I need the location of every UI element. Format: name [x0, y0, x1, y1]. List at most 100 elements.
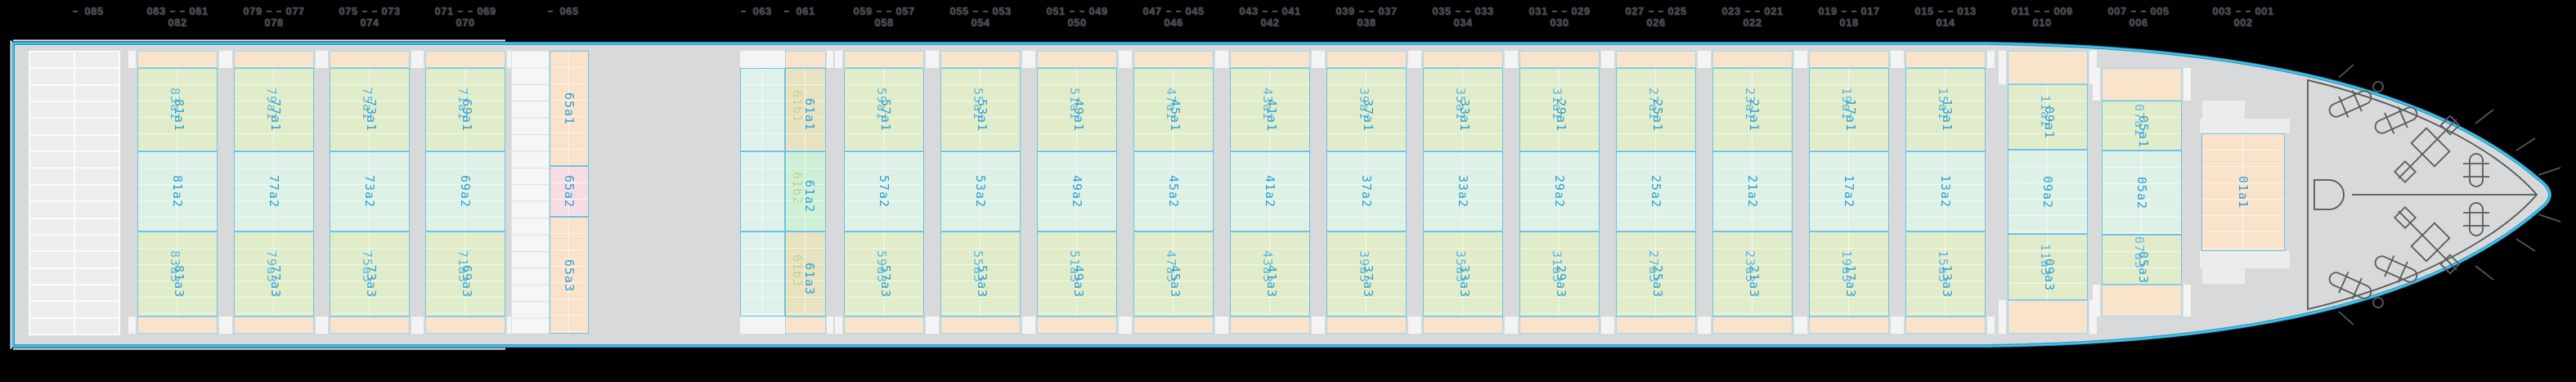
bay-block-tier2[interactable]: 45a2	[1133, 151, 1214, 231]
bay-block-tier2[interactable]: 49a2	[1037, 151, 1117, 231]
bay-block-tier2[interactable]: 05a2	[2102, 151, 2182, 235]
bay-block-63-tier3[interactable]	[740, 231, 785, 317]
bay-block-tier2[interactable]: 69a2	[425, 151, 505, 231]
bay-block-tier2[interactable]: 33a2	[1423, 151, 1503, 231]
hatch-cover-fore[interactable]	[940, 51, 1021, 68]
hatch-cover-fore[interactable]	[844, 51, 924, 68]
hatch-cover-fore[interactable]	[1616, 51, 1696, 68]
hatch-cover-fore[interactable]	[234, 51, 314, 68]
bay-block-tier2[interactable]: 37a2	[1326, 151, 1407, 231]
bay-block-tier2[interactable]: 41a2	[1230, 151, 1310, 231]
hatch-cover-fore[interactable]	[1809, 51, 1889, 68]
hatch-cover-fore[interactable]	[1712, 51, 1793, 68]
hatch-cover-aft[interactable]	[2102, 285, 2182, 317]
hatch-cover-fore[interactable]	[2008, 51, 2088, 84]
bay-block-tier2[interactable]: 13a2	[1905, 151, 1986, 231]
hatch-cover-fore[interactable]	[1905, 51, 1986, 68]
hatch-cover-aft[interactable]	[2008, 300, 2088, 334]
hatch-cover-fore[interactable]	[137, 51, 218, 68]
bay-block-65a1[interactable]: 65a1	[550, 51, 589, 166]
hatch-cover-aft[interactable]	[1423, 317, 1503, 334]
bay-block-01a1[interactable]: 01a1	[2201, 133, 2285, 251]
bay-block-65a3[interactable]: 65a3	[550, 217, 589, 334]
hatch-cover-fore[interactable]	[2102, 68, 2182, 101]
bay-block-tier2[interactable]: 17a2	[1809, 151, 1889, 231]
hatch-cover-aft[interactable]	[330, 317, 410, 334]
hatch-cover-aft[interactable]	[1905, 317, 1986, 334]
bay-block-tier2[interactable]: 53a2	[940, 151, 1021, 231]
hatch-cover-fore[interactable]	[330, 51, 410, 68]
hatch-cover-aft[interactable]	[1712, 317, 1793, 334]
hatch-cover-fore[interactable]	[1519, 51, 1600, 68]
hatch-cover-aft[interactable]	[1616, 317, 1696, 334]
bay-block-tier2[interactable]: 29a2	[1519, 151, 1600, 231]
hatch-cover-fore[interactable]	[1037, 51, 1117, 68]
hatch-cover-fore[interactable]	[1230, 51, 1310, 68]
hatch-cover-aft[interactable]	[1133, 317, 1214, 334]
bay-block-tier2[interactable]: 77a2	[234, 151, 314, 231]
bay-block-63-tier2[interactable]	[740, 151, 785, 231]
bay-block-65a2[interactable]: 65a2	[550, 166, 589, 217]
hatch-cover-aft[interactable]	[137, 317, 218, 334]
hatch-cover-aft[interactable]	[1326, 317, 1407, 334]
hatch-cover-aft[interactable]	[940, 317, 1021, 334]
hatch-cover-aft[interactable]	[1809, 317, 1889, 334]
hatch-cover-aft[interactable]	[1519, 317, 1600, 334]
hatch-cover-fore[interactable]	[1133, 51, 1214, 68]
hatch-cover-fore[interactable]	[1423, 51, 1503, 68]
hatch-cover-aft[interactable]	[785, 317, 826, 334]
bay-block-tier2[interactable]: 25a2	[1616, 151, 1696, 231]
bay-block-63-tier1[interactable]	[740, 68, 785, 151]
bay-block-tier2[interactable]: 81a2	[137, 151, 218, 231]
bay-block-tier2[interactable]: 73a2	[330, 151, 410, 231]
hatch-cover-aft[interactable]	[234, 317, 314, 334]
hatch-cover-fore[interactable]	[1326, 51, 1407, 68]
bay-block-tier2[interactable]: 21a2	[1712, 151, 1793, 231]
bay-block-tier2[interactable]: 57a2	[844, 151, 924, 231]
hatch-cover-aft[interactable]	[425, 317, 505, 334]
hatch-cover-aft[interactable]	[844, 317, 924, 334]
hatch-cover-aft[interactable]	[1037, 317, 1117, 334]
bay-block-tier2[interactable]: 09a2	[2008, 150, 2088, 234]
hatch-cover-aft[interactable]	[1230, 317, 1310, 334]
hatch-cover-fore[interactable]	[785, 51, 826, 68]
